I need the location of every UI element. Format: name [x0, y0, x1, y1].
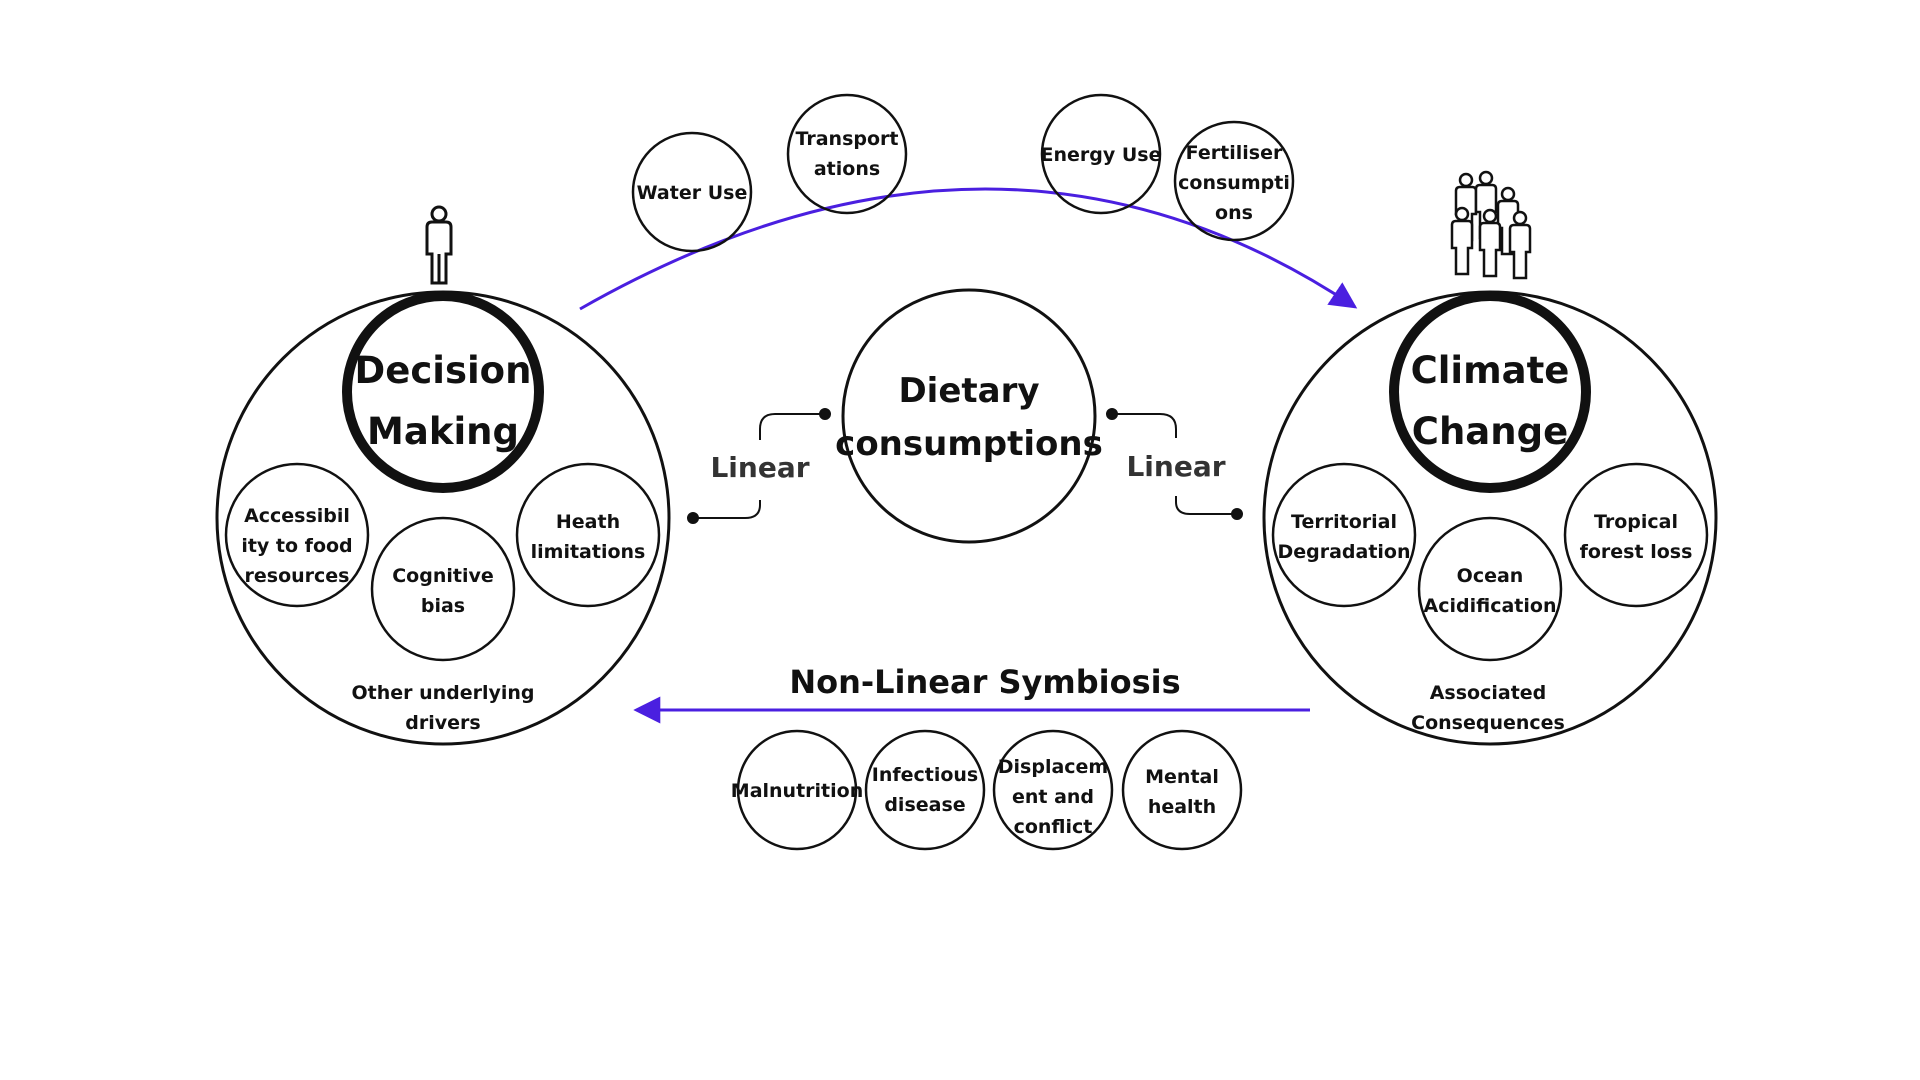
top-factor-fertiliser: Fertiliser consumpti ons	[1173, 120, 1295, 242]
left-core-line-1: Decision	[355, 349, 532, 392]
right-core-line-1: Climate	[1411, 349, 1570, 392]
bottom-factor-3-line-3: conflict	[1014, 816, 1093, 838]
linear-label-right: Linear	[1126, 450, 1225, 483]
bottom-factor-4-line-2: health	[1148, 796, 1216, 818]
right-caption-line-1: Associated	[1430, 682, 1547, 704]
left-item-3-line-2: limitations	[531, 541, 646, 563]
linear-connector-left	[687, 408, 831, 524]
bottom-factor-malnutrition: Malnutrition	[731, 729, 863, 851]
right-item-1-line-1: Territorial	[1291, 511, 1397, 533]
top-factor-4-line-3: ons	[1215, 202, 1253, 224]
left-core-line-2: Making	[367, 410, 519, 453]
left-item-access: Accessibil ity to food resources	[224, 462, 370, 608]
top-factor-2-line-1: Transport	[795, 128, 898, 150]
left-item-1-line-2: ity to food	[241, 535, 352, 557]
nonlinear-label: Non-Linear Symbiosis	[789, 663, 1180, 701]
left-item-2-line-2: bias	[421, 595, 465, 617]
right-caption-line-2: Consequences	[1411, 712, 1565, 734]
right-item-territorial: Territorial Degradation	[1271, 462, 1417, 608]
left-item-2-line-1: Cognitive	[392, 565, 494, 587]
linear-connector-right	[1106, 408, 1243, 520]
bottom-factor-mental-health: Mental health	[1121, 729, 1243, 851]
center-line-1: Dietary	[898, 371, 1039, 411]
top-factor-transportations: Transport ations	[786, 93, 908, 215]
top-factor-4-line-1: Fertiliser	[1186, 142, 1283, 164]
top-factor-2-line-2: ations	[814, 158, 880, 180]
top-factor-3-line-1: Energy Use	[1041, 144, 1162, 166]
bottom-factor-3-line-2: ent and	[1012, 786, 1094, 808]
bottom-factor-displacement: Displacem ent and conflict	[992, 729, 1114, 851]
bottom-factor-infectious-disease: Infectious disease	[864, 729, 986, 851]
right-item-2-line-2: Acidification	[1424, 595, 1557, 617]
left-node: Decision Making Accessibil ity to food r…	[215, 290, 671, 746]
top-factor-1-line-1: Water Use	[637, 182, 748, 204]
linear-label-left: Linear	[710, 451, 809, 484]
bottom-factor-2-line-2: disease	[884, 794, 965, 816]
right-item-1-line-2: Degradation	[1277, 541, 1410, 563]
bottom-factor-4-line-1: Mental	[1145, 766, 1219, 788]
group-of-people-icon	[1450, 170, 1532, 280]
top-factor-water-use: Water Use	[631, 131, 753, 253]
bottom-factor-3-line-1: Displacem	[998, 756, 1108, 778]
left-item-3-line-1: Heath	[556, 511, 620, 533]
center-line-2: consumptions	[835, 424, 1103, 464]
right-item-3-line-1: Tropical	[1594, 511, 1678, 533]
bottom-factor-1-line-1: Malnutrition	[731, 780, 863, 802]
right-item-3-line-2: forest loss	[1580, 541, 1693, 563]
left-item-1-line-1: Accessibil	[244, 505, 350, 527]
right-item-ocean: Ocean Acidification	[1417, 516, 1563, 662]
left-item-1-line-3: resources	[245, 565, 350, 587]
right-item-2-line-1: Ocean	[1457, 565, 1524, 587]
bottom-factor-2-line-1: Infectious	[872, 764, 979, 786]
left-item-cognitive: Cognitive bias	[370, 516, 516, 662]
right-core-line-2: Change	[1412, 410, 1568, 453]
left-caption-line-2: drivers	[405, 712, 480, 734]
center-node: Dietary consumptions	[835, 288, 1103, 544]
right-node: Climate Change Territorial Degradation O…	[1262, 290, 1718, 746]
top-factor-4-line-2: consumpti	[1178, 172, 1290, 194]
top-factor-energy-use: Energy Use	[1041, 93, 1162, 215]
right-item-tropical: Tropical forest loss	[1563, 462, 1709, 608]
single-person-icon	[425, 205, 453, 285]
left-caption-line-1: Other underlying	[351, 682, 534, 704]
left-item-health: Heath limitations	[515, 462, 661, 608]
